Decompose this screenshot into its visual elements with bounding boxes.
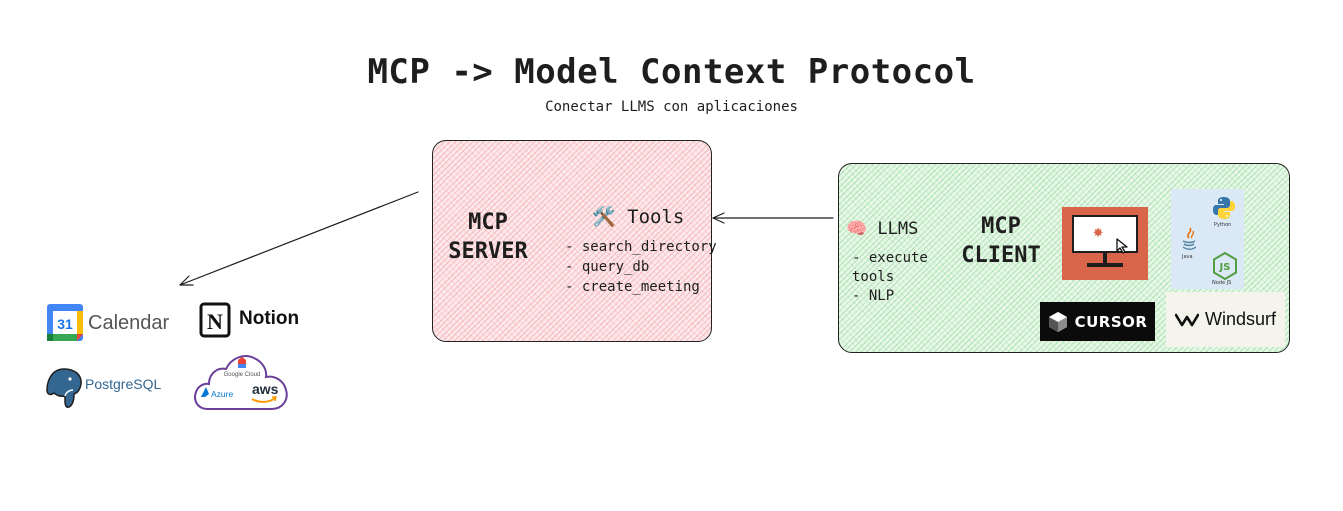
- arrow-client-to-server: [712, 212, 834, 224]
- mcp-server-box: [432, 140, 712, 342]
- mcp-client-label: MCP CLIENT: [946, 212, 1056, 270]
- python-label: Python: [1214, 222, 1232, 228]
- windsurf-wave-icon: [1174, 313, 1199, 326]
- cursor-cube-icon: [1048, 311, 1067, 332]
- nodejs-logo-icon: JS: [1213, 252, 1237, 280]
- cloud-providers-icon: Google Cloud Azure aws: [194, 355, 288, 410]
- diagram-subtitle: Conectar LLMS con aplicaciones: [545, 99, 798, 115]
- azure-label: Azure: [211, 389, 233, 399]
- arrow-server-to-apps: [179, 191, 419, 286]
- llms-title: LLMS: [877, 219, 919, 239]
- notion-logo-icon: N: [199, 302, 231, 338]
- monitor-base: [1087, 263, 1123, 267]
- calendar-icon-number: 31: [57, 316, 73, 332]
- calendar-label: Calendar: [88, 312, 170, 334]
- llms-heading: 🧠 LLMS: [846, 219, 918, 239]
- google-cloud-label: Google Cloud: [224, 372, 261, 378]
- mouse-pointer-icon: [1116, 238, 1128, 254]
- brain-icon: 🧠: [846, 219, 868, 239]
- windsurf-logo-text: Windsurf: [1204, 309, 1276, 329]
- python-logo-icon: [1213, 197, 1235, 219]
- postgresql-label: PostgreSQL: [85, 376, 162, 392]
- mcp-client-label-line2: CLIENT: [961, 243, 1041, 268]
- tools-heading: 🛠️ Tools: [592, 205, 684, 228]
- tools-list: - search_directory - query_db - create_m…: [565, 237, 717, 297]
- aws-label: aws: [252, 381, 279, 397]
- mcp-client-label-line1: MCP: [981, 214, 1021, 239]
- svg-text:JS: JS: [1219, 262, 1231, 273]
- cursor-logo: CURSOR: [1040, 302, 1155, 341]
- nodejs-label: Node JS: [1212, 280, 1232, 286]
- google-calendar-icon: 31: [47, 304, 83, 341]
- tool-item: - search_directory: [565, 239, 717, 255]
- java-label: Java: [1182, 254, 1193, 260]
- tool-item: - create_meeting: [565, 279, 700, 295]
- java-logo-icon: [1182, 227, 1197, 250]
- diagram-title: MCP -> Model Context Protocol: [367, 52, 976, 92]
- claude-sunburst-icon: ✸: [1093, 222, 1104, 242]
- llms-list: - execute tools - NLP: [852, 249, 928, 306]
- mcp-server-label: MCP SERVER: [438, 208, 538, 266]
- notion-label: Notion: [239, 308, 300, 329]
- tools-title: Tools: [627, 206, 685, 228]
- mcp-server-label-line1: MCP: [468, 210, 508, 235]
- windsurf-logo: Windsurf: [1166, 292, 1285, 347]
- mcp-server-label-line2: SERVER: [448, 239, 528, 264]
- tool-item: - query_db: [565, 259, 650, 275]
- monitor-neck: [1103, 253, 1107, 263]
- postgresql-elephant-icon: [46, 368, 82, 408]
- cursor-logo-text: CURSOR: [1074, 312, 1148, 331]
- notion-icon-letter: N: [207, 309, 223, 334]
- llms-item: - execute: [852, 250, 928, 266]
- llms-item: tools: [852, 269, 895, 285]
- tools-icon: 🛠️: [592, 206, 616, 228]
- llms-item: - NLP: [852, 288, 895, 304]
